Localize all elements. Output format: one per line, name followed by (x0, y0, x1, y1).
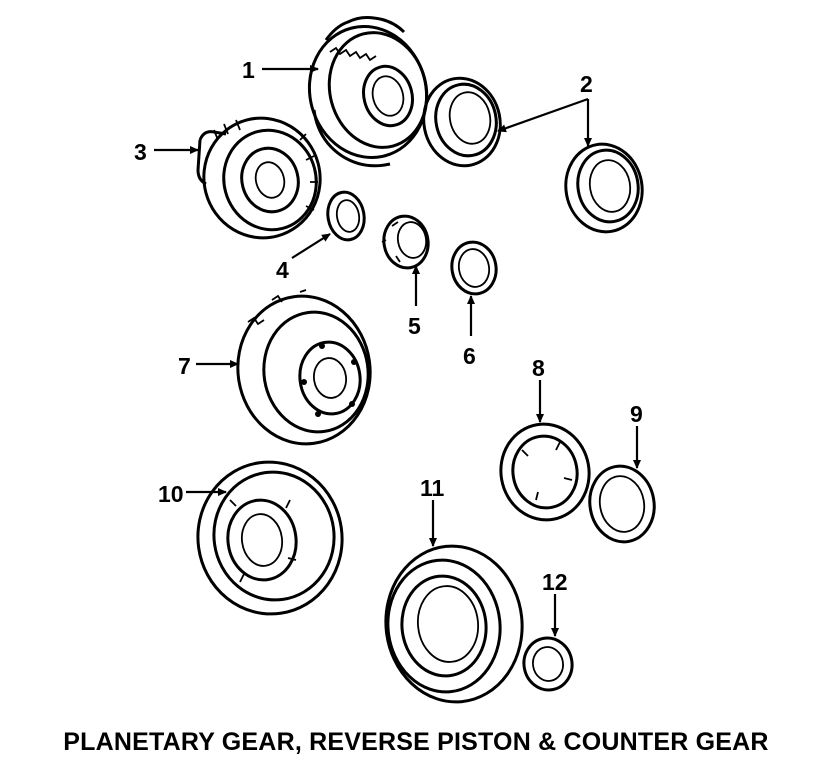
part-4-seal (326, 190, 366, 242)
leader-2a (497, 97, 589, 133)
callout-1: 1 (242, 57, 255, 83)
part-12-seal (522, 636, 574, 692)
part-3-gear-assembly (196, 116, 322, 240)
part-7-reverse-drum (236, 289, 372, 446)
diagram-caption: PLANETARY GEAR, REVERSE PISTON & COUNTER… (63, 728, 769, 756)
callout-7: 7 (178, 353, 191, 379)
callout-9: 9 (630, 401, 643, 427)
leader-lines (154, 65, 641, 637)
part-9-seal (588, 464, 656, 544)
callout-5: 5 (408, 313, 421, 339)
part-1-planetary-gear (307, 16, 429, 168)
callout-8: 8 (532, 355, 545, 381)
part-5-needle-bearing (381, 214, 430, 270)
callout-12: 12 (542, 569, 568, 595)
part-2-bearing-lower (564, 142, 644, 234)
callout-10: 10 (158, 481, 184, 507)
callout-labels: 1 2 3 4 5 6 7 8 9 10 11 12 (134, 57, 643, 595)
callout-4: 4 (276, 257, 289, 283)
part-11-counter-bearing (384, 544, 524, 704)
callout-6: 6 (463, 343, 476, 369)
part-6-thrust-washer (450, 240, 498, 296)
callout-2: 2 (580, 71, 593, 97)
callout-11: 11 (420, 475, 445, 501)
part-10-reverse-piston (196, 460, 344, 616)
callout-3: 3 (134, 139, 147, 165)
part-2-bearing-upper (422, 76, 502, 168)
part-8-plate (499, 422, 591, 522)
leader-4 (291, 233, 331, 259)
